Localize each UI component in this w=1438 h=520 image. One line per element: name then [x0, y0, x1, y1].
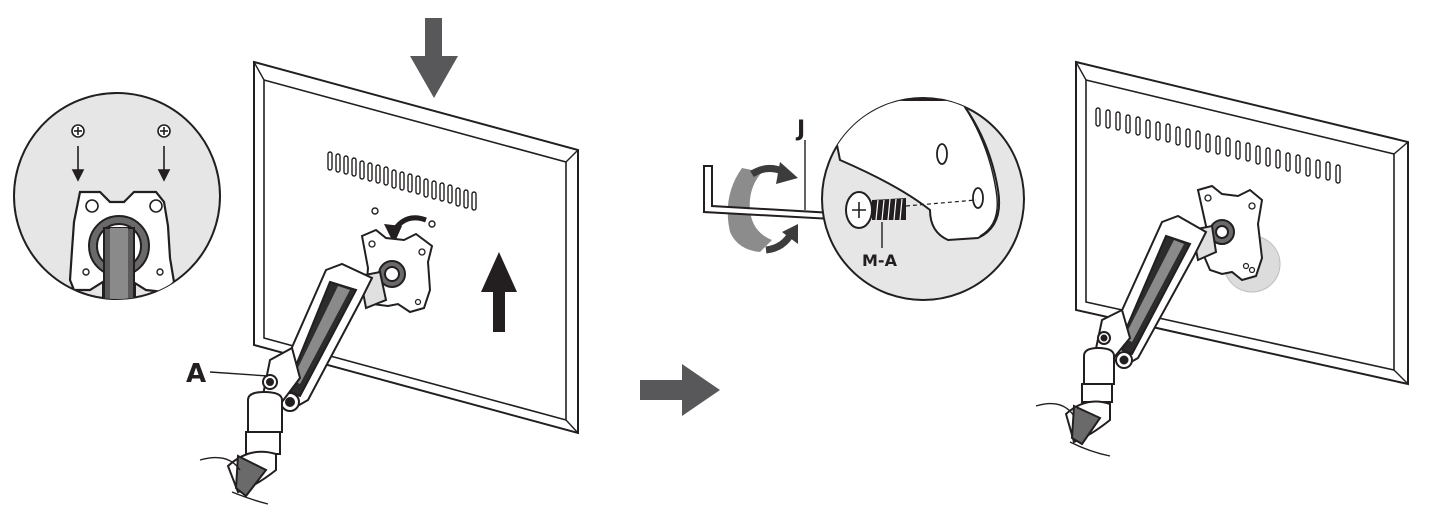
monitor-arm-right — [1035, 184, 1264, 457]
rotate-arrow-icon — [750, 162, 798, 254]
small-down-arrow-icon — [71, 146, 171, 182]
screw-label-ma: M-A — [862, 251, 898, 270]
leader-line-a — [209, 371, 269, 377]
inset-detail-vesa-screws — [13, 92, 221, 300]
block-arrow-down — [410, 18, 458, 98]
curved-rotate-arrow — [384, 215, 427, 244]
crosshead-screw-icon — [157, 124, 171, 138]
crosshead-screw-icon — [71, 124, 85, 138]
monitor-arm-left — [199, 228, 434, 505]
part-label-a: A — [186, 359, 206, 389]
tool-label-j: J — [795, 117, 805, 142]
inset-detail-screw-ma — [821, 97, 1025, 301]
block-arrow-up — [481, 252, 517, 332]
screw-ma-icon — [845, 191, 906, 229]
block-arrow-right — [640, 364, 720, 416]
